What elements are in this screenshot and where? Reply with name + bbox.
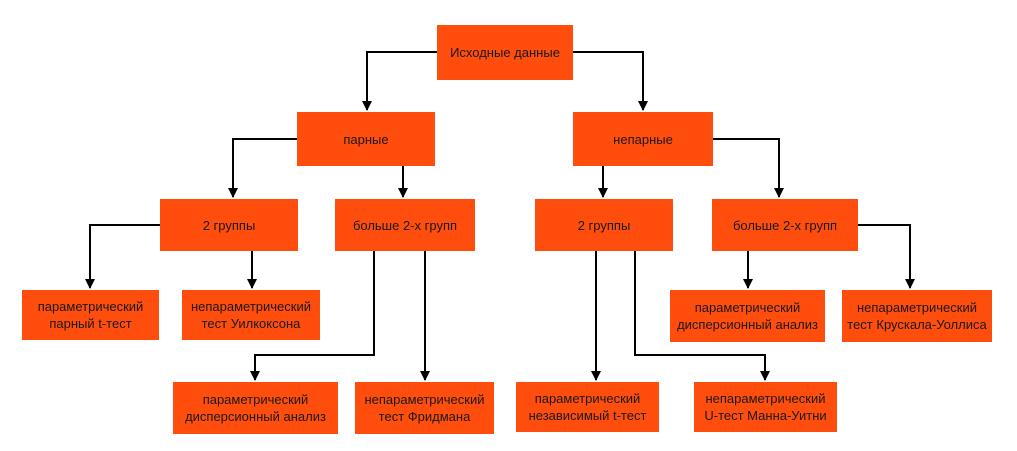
node-unpaired-anova: параметрический дисперсионный анализ: [670, 290, 825, 342]
node-paired-two-groups: 2 группы: [160, 199, 298, 251]
node-unpaired-two-groups: 2 группы: [535, 199, 673, 251]
node-wilcoxon-test-line-1: непараметрический: [190, 299, 312, 314]
connector-root-to-unpaired: [573, 51, 648, 111]
connector-paired_two-to-paired_two_param: [85, 224, 160, 289]
node-paired-t-test-line-1: параметрический: [37, 299, 144, 314]
node-friedman-test-line-1: непараметрический: [364, 392, 485, 407]
connector-unpaired-to-unpaired_more: [713, 138, 784, 198]
node-unpaired-more-groups-text: больше 2-х групп: [732, 217, 838, 233]
connector-paired_more-to-paired_more_param: [250, 251, 375, 381]
node-kruskal-wallis-test-line-2: тест Крускала-Уоллиса: [847, 317, 987, 332]
connector-paired-to-paired_two: [228, 138, 297, 198]
node-unpaired-more-groups: больше 2-х групп: [712, 199, 858, 251]
node-wilcoxon-test-line-2: тест Уилкоксона: [201, 316, 301, 331]
connector-unpaired_more-to-unpaired_more_nonparam: [858, 224, 915, 289]
node-kruskal-wallis-test-line-1: непараметрический: [856, 300, 978, 315]
node-friedman-test: непараметрический тест Фридмана: [355, 382, 494, 434]
node-paired-anova: параметрический дисперсионный анализ: [173, 382, 338, 434]
connector-unpaired_two-to-unpaired_two_nonparam: [634, 251, 770, 381]
node-unpaired: непарные: [573, 112, 713, 166]
node-independent-t-test-line-2: независимый t-тест: [528, 408, 647, 423]
node-paired-two-groups-text: 2 группы: [202, 217, 256, 233]
node-root: Исходные данные: [437, 25, 573, 80]
node-independent-t-test-line-1: параметрический: [534, 391, 641, 406]
node-paired-t-test: параметрический парный t-тест: [22, 290, 159, 340]
node-paired-t-test-line-2: парный t-тест: [49, 316, 132, 331]
connector-root-to-paired: [362, 51, 437, 111]
node-paired-more-groups-text: больше 2-х групп: [352, 217, 458, 233]
node-wilcoxon-test: непараметрический тест Уилкоксона: [182, 290, 320, 340]
node-kruskal-wallis-test: непараметрический тест Крускала-Уоллиса: [842, 290, 992, 342]
node-paired-anova-line-1: параметрический: [202, 392, 309, 407]
node-unpaired-text: непарные: [613, 131, 673, 147]
node-unpaired-anova-line-1: параметрический: [694, 300, 801, 315]
node-paired-text: парные: [343, 131, 389, 147]
node-paired-more-groups: больше 2-х групп: [335, 199, 475, 251]
node-mann-whitney-test-line-1: непараметрический: [705, 391, 826, 406]
node-root-text: Исходные данные: [450, 45, 560, 60]
node-mann-whitney-test-line-2: U-тест Манна-Уитни: [704, 408, 827, 423]
node-mann-whitney-test: непараметрический U-тест Манна-Уитни: [694, 382, 837, 432]
node-independent-t-test: параметрический независимый t-тест: [516, 382, 659, 432]
node-paired-anova-line-2: дисперсионный анализ: [185, 409, 326, 424]
node-unpaired-anova-line-2: дисперсионный анализ: [677, 317, 818, 332]
node-unpaired-two-groups-text: 2 группы: [577, 217, 631, 233]
node-friedman-test-line-2: тест Фридмана: [378, 409, 471, 424]
node-paired: парные: [297, 112, 435, 166]
